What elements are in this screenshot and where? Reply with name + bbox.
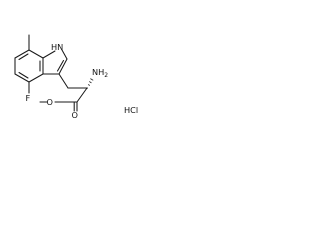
nh-label: HN <box>51 42 63 52</box>
bond-c6-c7 <box>14 49 30 59</box>
salt-label: HCl <box>124 105 138 115</box>
bond-n1-c2 <box>61 49 68 60</box>
bond-c3-cbeta <box>58 73 69 89</box>
amine-label: NH2 <box>92 67 108 79</box>
hashed-wedge-bond <box>86 78 94 89</box>
pyrrole-ring <box>42 49 68 75</box>
bond-c7-c7a <box>28 49 44 59</box>
double-bond-c4-c5 <box>18 71 29 79</box>
bond-c3a-c4 <box>28 73 44 83</box>
amine-subscript: 2 <box>104 72 108 79</box>
chemical-structure-diagram: HN F NH2 O O HCl <box>14 34 138 120</box>
bond-c4-c5 <box>14 73 30 83</box>
side-chain <box>39 73 94 112</box>
carbonyl-oxygen-label: O <box>72 110 78 120</box>
benzene-ring <box>14 49 44 83</box>
bond-calpha-carbonyl <box>76 87 88 103</box>
bond-c2-c3 <box>58 58 68 75</box>
fluorine-label: F <box>26 93 31 103</box>
ester-oxygen-label: O <box>47 97 53 107</box>
double-bond-c2-c3 <box>56 59 65 72</box>
double-bond-c6-c7 <box>18 53 29 61</box>
bond-c7a-n1 <box>42 50 56 59</box>
